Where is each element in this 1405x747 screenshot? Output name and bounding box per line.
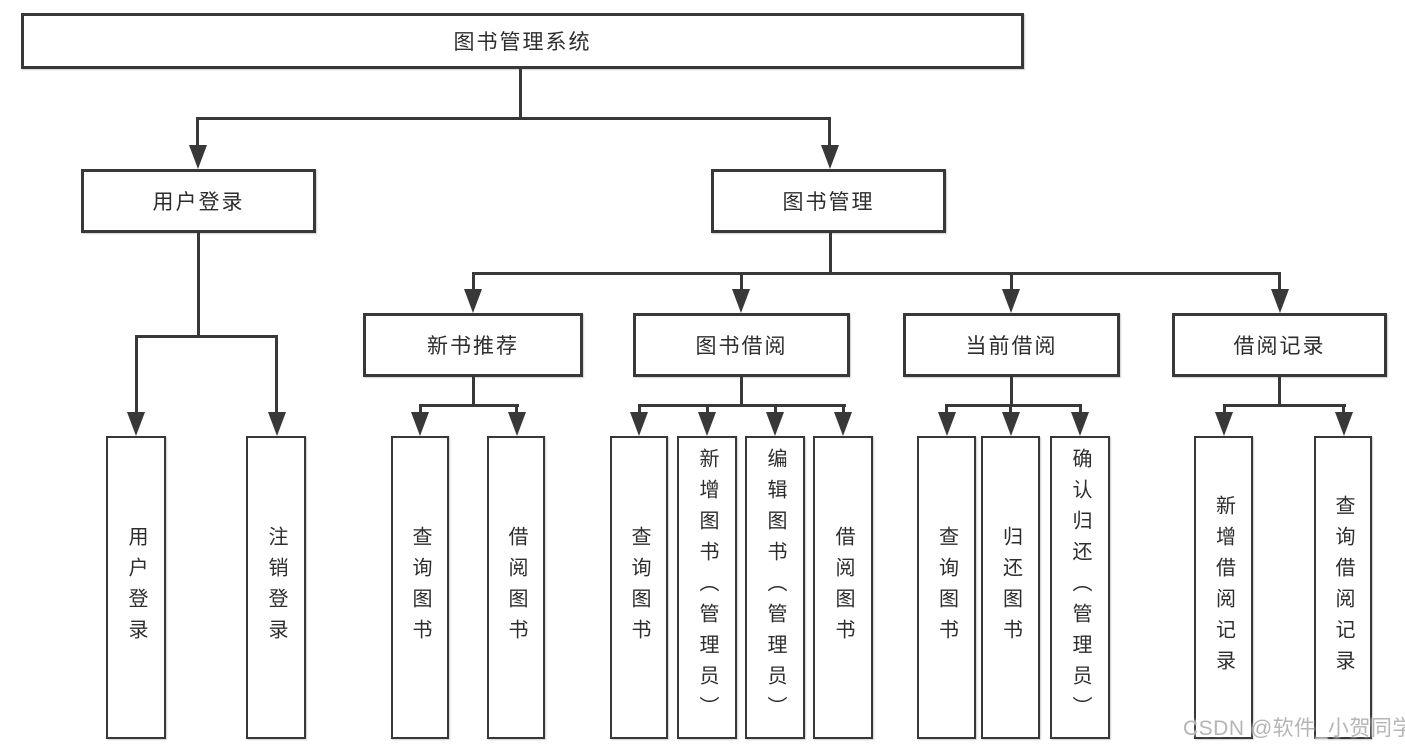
connector-line [945, 404, 1082, 407]
node-label: 借阅记录 [1233, 335, 1326, 358]
arrowhead-down-icon [1071, 412, 1089, 436]
arrowhead-down-icon [507, 412, 526, 436]
leaf-user-login: 用户登录 [106, 436, 166, 739]
node-label: 图书管理 [782, 191, 875, 214]
connector-line [134, 335, 278, 338]
connector-line [1278, 377, 1281, 407]
arrowhead-down-icon [820, 145, 839, 169]
node-label: 确认归还（管理员） [1069, 448, 1091, 727]
connector-line [134, 338, 138, 418]
connector-line [196, 120, 199, 152]
node-label: 新增借阅记录 [1212, 494, 1235, 681]
node-label: 图书管理系统 [453, 31, 592, 54]
arrowhead-down-icon [834, 412, 852, 436]
arrowhead-down-icon [127, 412, 145, 436]
node-library-management-system: 图书管理系统 [21, 13, 1024, 69]
leaf-recommend-borrow-books: 借阅图书 [487, 436, 545, 739]
node-borrow-records: 借阅记录 [1172, 313, 1387, 377]
node-current-borrowing: 当前借阅 [903, 313, 1120, 377]
leaf-borrowing-add-books-admin: 新增图书（管理员） [677, 436, 737, 739]
connector-line [518, 69, 522, 120]
arrowhead-down-icon [937, 412, 956, 436]
node-label: 查询借阅记录 [1332, 494, 1354, 681]
arrowhead-down-icon [698, 412, 716, 436]
leaf-current-query-books: 查询图书 [917, 436, 976, 739]
leaf-logout: 注销登录 [246, 436, 306, 739]
node-book-borrowing: 图书借阅 [633, 313, 850, 377]
connector-line [418, 404, 519, 407]
arrowhead-down-icon [188, 145, 207, 169]
node-label: 查询图书 [628, 525, 650, 650]
node-label: 借阅图书 [505, 525, 527, 650]
arrowhead-down-icon [267, 412, 286, 436]
connector-line [828, 120, 831, 152]
connector-line [739, 275, 743, 295]
watermark: CSDN @软件_小贺同学 [1183, 717, 1405, 740]
arrowhead-down-icon [1270, 289, 1289, 313]
leaf-current-confirm-return-admin: 确认归还（管理员） [1050, 436, 1110, 739]
connector-line [275, 338, 278, 418]
node-label: 当前借阅 [965, 335, 1058, 358]
leaf-borrowing-query-books: 查询图书 [610, 436, 668, 739]
leaf-current-return-books: 归还图书 [981, 436, 1040, 739]
node-label: 归还图书 [999, 525, 1022, 650]
leaf-records-add-record: 新增借阅记录 [1194, 436, 1253, 739]
leaf-borrowing-borrow-books: 借阅图书 [813, 436, 873, 739]
connector-line [196, 233, 200, 338]
arrowhead-down-icon [766, 412, 784, 436]
node-label: 查询图书 [935, 525, 958, 650]
node-user-login: 用户登录 [81, 169, 316, 233]
arrowhead-down-icon [1002, 289, 1020, 313]
connector-line [1009, 275, 1013, 295]
leaf-recommend-query-books: 查询图书 [391, 436, 449, 739]
node-new-book-recommend: 新书推荐 [363, 313, 583, 377]
connector-line [471, 275, 475, 295]
connector-line [196, 117, 831, 120]
node-label: 注销登录 [265, 525, 287, 650]
arrowhead-down-icon [732, 289, 750, 313]
connector-line [828, 233, 832, 275]
arrowhead-down-icon [464, 289, 482, 313]
connector-line [1009, 377, 1013, 407]
node-book-management: 图书管理 [711, 169, 946, 233]
connector-line [1222, 404, 1346, 407]
node-label: 用户登录 [152, 191, 245, 214]
node-label: 借阅图书 [832, 525, 854, 650]
connector-line [471, 377, 475, 407]
arrowhead-down-icon [1334, 412, 1353, 436]
connector-line [471, 272, 1281, 275]
leaf-borrowing-edit-books-admin: 编辑图书（管理员） [745, 436, 805, 739]
connector-line [637, 404, 846, 407]
node-label: 图书借阅 [695, 335, 788, 358]
arrowhead-down-icon [411, 412, 429, 436]
arrowhead-down-icon [630, 412, 648, 436]
arrowhead-down-icon [1001, 412, 1020, 436]
node-label: 用户登录 [125, 525, 147, 650]
connector-line [739, 377, 743, 407]
node-label: 新增图书（管理员） [696, 448, 718, 727]
node-label: 编辑图书（管理员） [764, 448, 786, 727]
connector-line [1278, 275, 1281, 295]
leaf-records-query-record: 查询借阅记录 [1314, 436, 1372, 739]
node-label: 新书推荐 [427, 335, 519, 358]
node-label: 查询图书 [409, 525, 431, 650]
arrowhead-down-icon [1215, 412, 1233, 436]
